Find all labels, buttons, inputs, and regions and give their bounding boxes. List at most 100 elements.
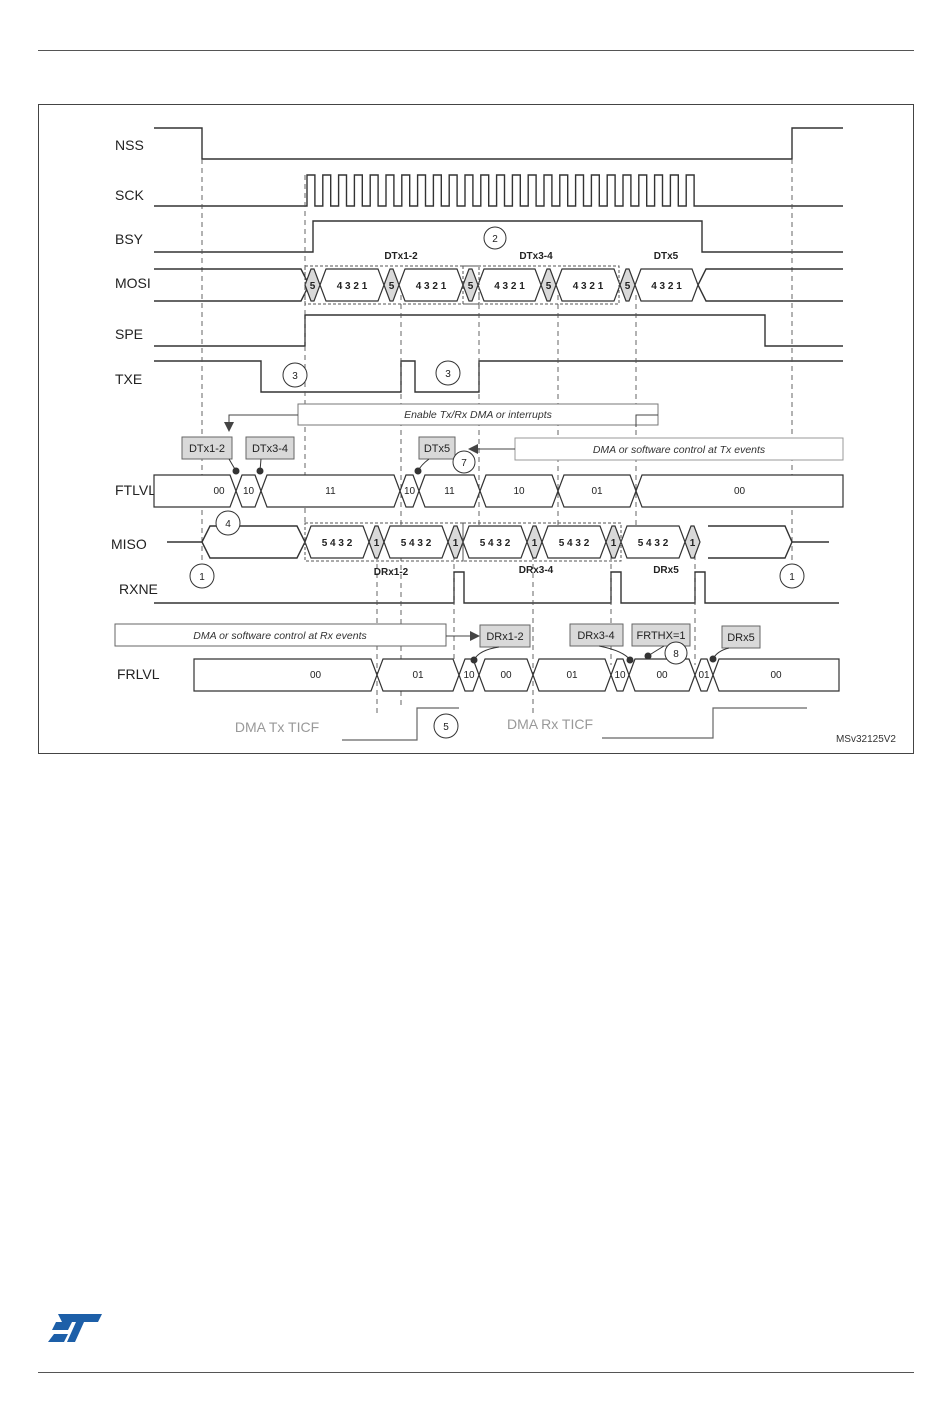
signal-label-rxne: RXNE bbox=[119, 581, 158, 597]
tx-tag: DTx3-4 bbox=[252, 443, 288, 455]
callout-number: 8 bbox=[673, 649, 679, 660]
rx-tag: FRTHX=1 bbox=[636, 630, 685, 642]
miso-end-bit: 1 bbox=[532, 538, 538, 549]
tag-leader bbox=[473, 646, 500, 661]
mosi-data-cell bbox=[634, 268, 699, 302]
miso-group-box bbox=[462, 522, 622, 562]
callout-circle bbox=[433, 713, 459, 739]
event-dot bbox=[232, 467, 240, 475]
frlvl-value: 00 bbox=[770, 670, 782, 681]
ftlvl-value: 10 bbox=[513, 486, 525, 497]
rx-tag-box bbox=[631, 623, 691, 647]
mosi-frame-bits: 4 3 2 1 bbox=[573, 281, 604, 292]
mosi-start-bit: 5 bbox=[546, 281, 552, 292]
rx-events-box bbox=[114, 623, 447, 647]
miso-frame-bits: 5 4 3 2 bbox=[322, 538, 353, 549]
frlvl-value: 10 bbox=[614, 670, 626, 681]
mosi-group-label: DTx3-4 bbox=[519, 251, 553, 262]
callout-circle bbox=[452, 450, 476, 474]
callout-number: 1 bbox=[199, 572, 205, 583]
signal-label-spe: SPE bbox=[115, 326, 143, 342]
miso-end-cell bbox=[684, 525, 701, 559]
dma-rx-ticf-waveform bbox=[602, 707, 807, 739]
frlvl-value: 00 bbox=[500, 670, 512, 681]
mosi-group-label: DTx5 bbox=[654, 251, 679, 262]
frlvl-cell bbox=[712, 658, 840, 692]
frlvl-value: 10 bbox=[463, 670, 475, 681]
callout-number: 3 bbox=[445, 369, 451, 380]
rx-tag: DRx1-2 bbox=[486, 631, 523, 643]
callout-circle bbox=[483, 226, 507, 250]
mosi-start-bit: 5 bbox=[625, 281, 631, 292]
event-dot bbox=[709, 655, 717, 663]
spi-timing-diagram: NSS SCK BSY MOSI SPE TXE FTLVL MISO RXNE… bbox=[38, 104, 914, 754]
tx-tag: DTx5 bbox=[424, 443, 450, 455]
st-logo bbox=[48, 1314, 102, 1342]
callout-circle bbox=[189, 563, 215, 589]
timing-svg: NSS SCK BSY MOSI SPE TXE FTLVL MISO RXNE… bbox=[111, 127, 896, 745]
callout-number: 5 bbox=[443, 722, 449, 733]
frlvl-value: 01 bbox=[566, 670, 578, 681]
frlvl-cell bbox=[193, 658, 378, 692]
rx-tag-box bbox=[721, 625, 761, 649]
miso-frame-bits: 5 4 3 2 bbox=[638, 538, 669, 549]
ftlvl-value: 00 bbox=[734, 486, 746, 497]
enable-arrow bbox=[224, 414, 298, 432]
miso-frame-bits: 5 4 3 2 bbox=[559, 538, 590, 549]
callout-number: 2 bbox=[492, 234, 498, 245]
callout-number: 4 bbox=[225, 519, 231, 530]
miso-end-bit: 1 bbox=[611, 538, 617, 549]
tx-tag: DTx1-2 bbox=[189, 443, 225, 455]
miso-frame-bits: 5 4 3 2 bbox=[401, 538, 432, 549]
tx-tag-box bbox=[418, 436, 456, 460]
nss-waveform bbox=[154, 127, 843, 160]
rxne-waveform bbox=[154, 571, 839, 604]
ftlvl-cell bbox=[635, 474, 844, 508]
signal-label-ftlvl: FTLVL bbox=[115, 482, 156, 498]
figure-id: MSv32125V2 bbox=[836, 734, 896, 745]
ftlvl-value: 01 bbox=[591, 486, 603, 497]
event-dot bbox=[414, 467, 422, 475]
signal-label-mosi: MOSI bbox=[115, 275, 151, 291]
st-logo-mark bbox=[48, 1314, 102, 1342]
signal-label-frlvl: FRLVL bbox=[117, 666, 160, 682]
enable-note: Enable Tx/Rx DMA or interrupts bbox=[404, 409, 553, 421]
miso-end-bit: 1 bbox=[374, 538, 380, 549]
miso-group-label: DRx3-4 bbox=[519, 565, 554, 576]
dma-tx-ticf-label: DMA Tx TICF bbox=[235, 719, 319, 735]
tx-tag-box bbox=[181, 436, 233, 460]
mosi-start-bit: 5 bbox=[389, 281, 395, 292]
ftlvl-value: 11 bbox=[325, 486, 336, 497]
mosi-group-label: DTx1-2 bbox=[384, 251, 418, 262]
miso-frame-bits: 5 4 3 2 bbox=[480, 538, 511, 549]
signal-label-bsy: BSY bbox=[115, 231, 144, 247]
sck-waveform bbox=[154, 174, 843, 207]
callout-circle bbox=[282, 362, 308, 388]
callout-circle bbox=[215, 510, 241, 536]
event-dot bbox=[470, 656, 478, 664]
rx-tag: DRx3-4 bbox=[577, 630, 614, 642]
footer-rule bbox=[38, 1372, 914, 1373]
miso-end-bit: 1 bbox=[453, 538, 459, 549]
callout-circle bbox=[779, 563, 805, 589]
ftlvl-value: 11 bbox=[444, 486, 455, 497]
callout-circle bbox=[664, 641, 688, 665]
mosi-start-bit: 5 bbox=[468, 281, 474, 292]
spe-waveform bbox=[154, 314, 843, 347]
rx-tag: DRx5 bbox=[727, 632, 755, 644]
event-dot bbox=[644, 652, 652, 660]
tx-events-note: DMA or software control at Tx events bbox=[593, 444, 766, 456]
callout-circle bbox=[435, 360, 461, 386]
dma-rx-ticf-label: DMA Rx TICF bbox=[507, 716, 593, 732]
miso-group-label: DRx1-2 bbox=[374, 567, 409, 578]
callout-number: 3 bbox=[292, 371, 298, 382]
header-rule bbox=[38, 50, 914, 51]
frlvl-value: 01 bbox=[698, 670, 710, 681]
rx-events-note: DMA or software control at Rx events bbox=[193, 630, 367, 642]
mosi-frame-bits: 4 3 2 1 bbox=[494, 281, 525, 292]
dma-tx-ticf-waveform bbox=[342, 707, 459, 741]
rx-tag-box bbox=[479, 624, 531, 648]
signal-label-miso: MISO bbox=[111, 536, 147, 552]
txe-waveform bbox=[154, 360, 843, 393]
signal-label-sck: SCK bbox=[115, 187, 144, 203]
